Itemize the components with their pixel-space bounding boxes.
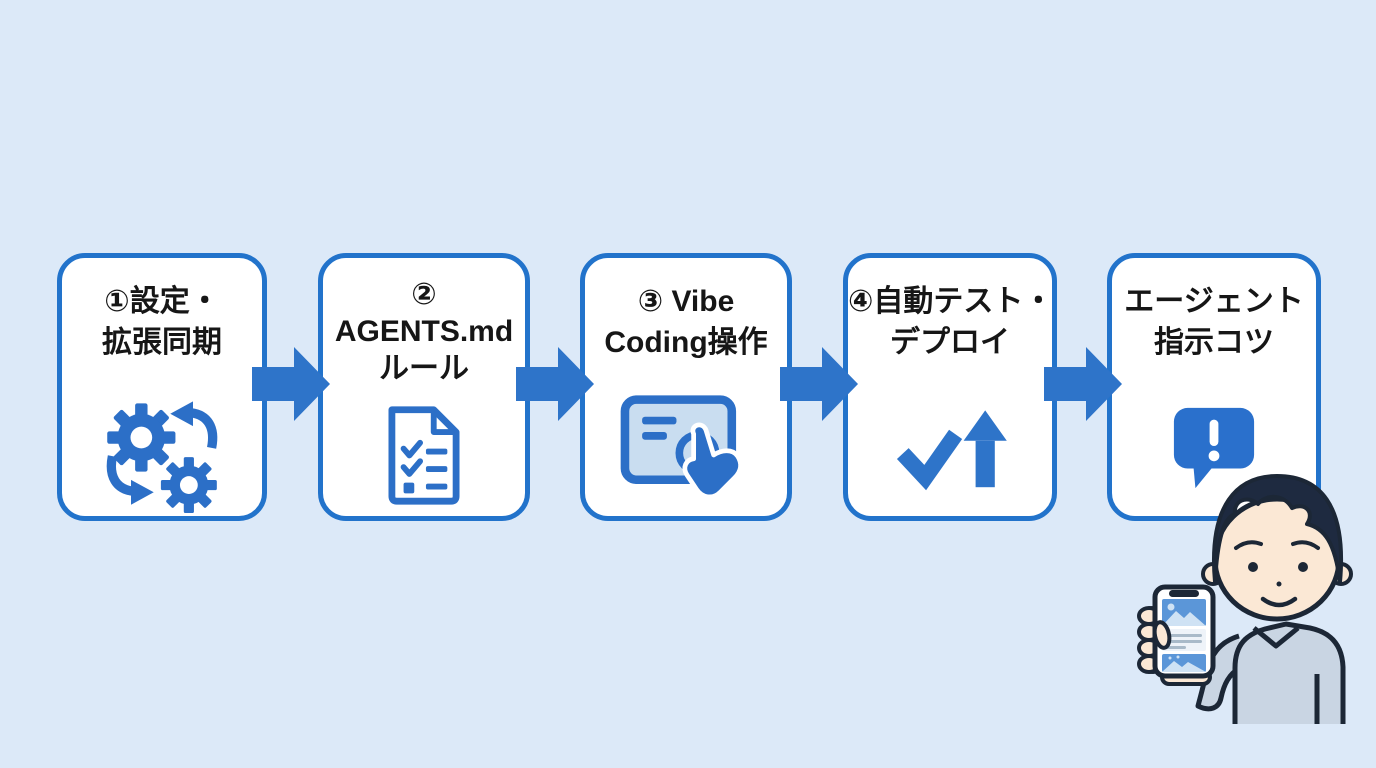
step-title-line: Coding操作 [604,325,768,359]
hair [1212,474,1344,584]
step-title-line: AGENTS.md [334,315,514,349]
step-1-title: ①設定・ 拡張同期 [62,282,262,363]
gear-small [160,457,217,514]
step-title-line: ①設定・ [104,285,220,318]
up-arrow-head [963,410,1007,441]
step-title-line: 指示コツ [1154,325,1274,359]
flow-arrow-4 [1044,347,1122,421]
step-5-title: エージェント 指示コツ [1112,282,1316,363]
flow-arrow-3 [780,347,858,421]
step-box-1: ①設定・ 拡張同期 [57,253,267,521]
smartphone [1152,584,1216,679]
flow-arrow-1 [252,347,330,421]
eyebrow-left [1234,540,1263,550]
step-box-2: ② AGENTS.md ルール [318,253,530,521]
step-3-title: ③ Vibe Coding操作 [585,282,787,363]
step-box-4: ④自動テスト・ デプロイ [843,253,1057,521]
v-neck-collar [1252,626,1300,649]
step-title-line: エージェント [1124,285,1304,318]
alert-speech-bubble-icon [1173,407,1255,489]
step-title-line: デプロイ [890,325,1010,359]
tablet-tap-icon [620,395,744,500]
gear-large [107,403,176,472]
eyebrow-right [1291,540,1320,550]
step-title-line: ④自動テスト・ [848,285,1054,318]
mouth-smile [1260,596,1298,608]
torso-sweater [1232,621,1346,724]
nose [1276,581,1282,587]
thumb [1152,620,1172,650]
eye-left [1248,562,1258,572]
flow-arrow-2 [516,347,594,421]
phone-screen [1162,599,1206,672]
gears-sync-icon [106,401,218,514]
person-holding-phone-illustration [1137,474,1353,724]
document-checklist-icon [388,406,460,505]
pointer-hand [682,422,744,500]
step-title-line: ② [411,278,437,311]
step-title-line: ルール [379,352,469,386]
check-deploy-arrow-icon [896,410,1007,491]
step-box-3: ③ Vibe Coding操作 [580,253,792,521]
step-4-title: ④自動テスト・ デプロイ [848,282,1054,363]
checkmark [896,429,963,491]
head [1201,474,1353,622]
eye-right [1298,562,1308,572]
step-title-line: ③ Vibe [637,285,735,318]
step-2-title: ② AGENTS.md ルール [323,276,525,388]
step-title-line: 拡張同期 [102,325,222,359]
phone-notch [1169,590,1199,597]
up-arrow-shaft [975,440,995,488]
